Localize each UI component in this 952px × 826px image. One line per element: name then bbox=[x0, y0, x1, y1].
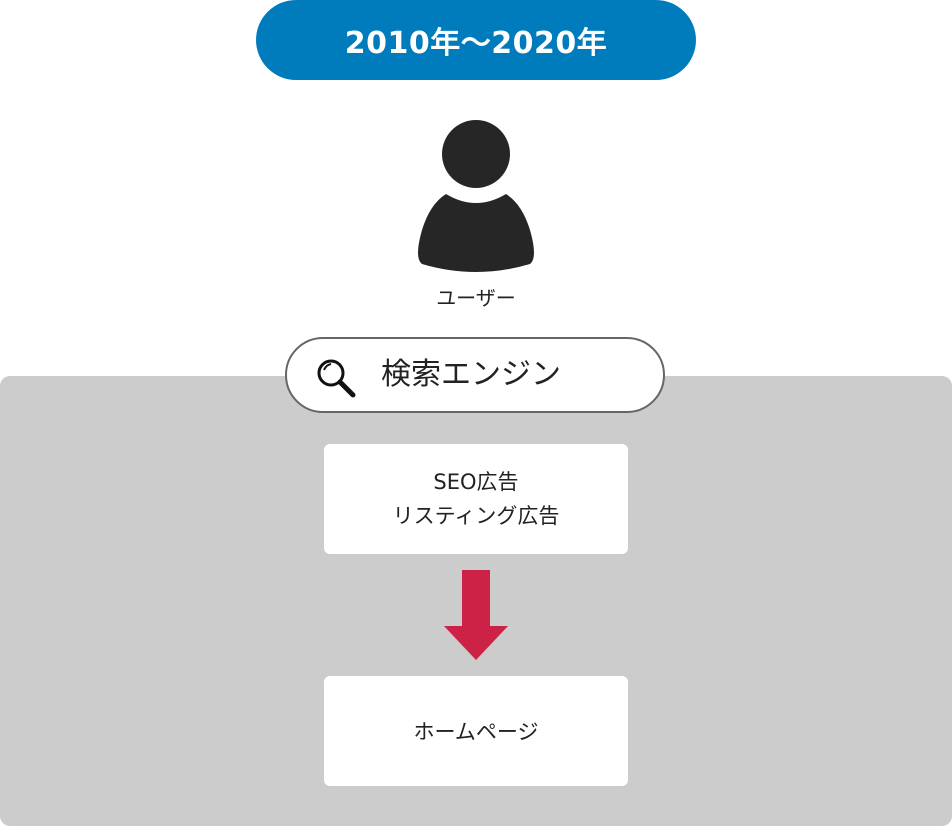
homepage-label: ホームページ bbox=[413, 720, 539, 744]
ads-box: SEO広告 リスティング広告 bbox=[324, 444, 628, 554]
user-label: ユーザー bbox=[436, 286, 516, 310]
person-icon bbox=[416, 120, 536, 272]
ads-line-listing: リスティング広告 bbox=[392, 504, 560, 528]
homepage-box: ホームページ bbox=[324, 676, 628, 786]
ads-line-seo: SEO広告 bbox=[433, 470, 519, 494]
period-badge: 2010年〜2020年 bbox=[256, 0, 696, 80]
down-arrow-icon bbox=[444, 570, 508, 660]
search-engine-bar: 検索エンジン bbox=[285, 337, 665, 413]
search-engine-label: 検索エンジン bbox=[381, 357, 561, 392]
search-icon bbox=[315, 357, 357, 399]
period-label: 2010年〜2020年 bbox=[344, 26, 608, 61]
